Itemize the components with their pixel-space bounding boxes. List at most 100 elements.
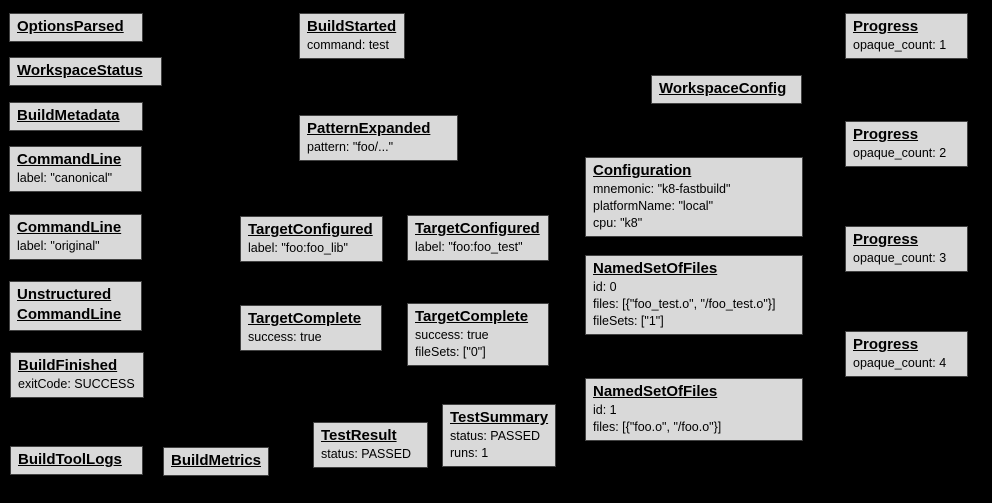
event-node-titles: OptionsParsed: [17, 17, 135, 37]
event-node-titles: PatternExpanded: [307, 119, 450, 139]
event-node-titles: BuildToolLogs: [18, 450, 135, 470]
event-node-title-line: BuildMetadata: [17, 107, 120, 124]
event-node-test-result: TestResult status: PASSED: [313, 422, 428, 469]
event-node-field: runs: 1: [450, 446, 489, 461]
event-node-target-complete-foo-test: TargetComplete success: true fileSets: ["…: [407, 303, 549, 366]
event-node-build-finished: BuildFinished exitCode: SUCCESS: [10, 352, 144, 399]
event-node-title-line: TestResult: [321, 427, 397, 444]
event-node-title-line: Progress: [853, 336, 919, 353]
event-node-target-configured-foo-lib: TargetConfigured label: "foo:foo_lib": [240, 216, 383, 263]
event-node-progress-1: Progress opaque_count: 1: [845, 13, 968, 60]
event-node-titles: TestResult: [321, 426, 420, 446]
event-node-titles: NamedSetOfFiles: [593, 259, 795, 279]
event-node-build-metrics: BuildMetrics: [163, 447, 270, 477]
event-node-configuration: Configuration mnemonic: "k8-fastbuild" pl…: [585, 157, 803, 237]
event-node-build-tool-logs: BuildToolLogs: [10, 446, 143, 476]
event-node-title-line: Configuration: [593, 162, 692, 179]
event-node-titles: TargetConfigured: [415, 219, 541, 239]
event-node-title-line: Progress: [853, 231, 919, 248]
event-node-titles: TargetComplete: [415, 307, 541, 327]
event-node-titles: BuildMetadata: [17, 106, 135, 126]
event-node-target-complete-foo-lib: TargetComplete success: true: [240, 305, 382, 352]
event-node-title-line: TestSummary: [450, 409, 549, 426]
event-node-titles: Progress: [853, 230, 960, 250]
event-node-build-metadata: BuildMetadata: [9, 102, 143, 132]
event-node-title-line: WorkspaceConfig: [659, 80, 787, 97]
event-node-field: label: "canonical": [17, 171, 113, 186]
event-node-titles: NamedSetOfFiles: [593, 382, 795, 402]
event-node-titles: WorkspaceConfig: [659, 79, 794, 99]
event-node-field: success: true: [248, 330, 322, 345]
event-node-title-line: TargetConfigured: [415, 220, 540, 237]
event-node-field: success: true: [415, 328, 489, 343]
event-node-field: exitCode: SUCCESS: [18, 377, 135, 392]
event-node-field: label: "foo:foo_lib": [248, 241, 348, 256]
event-node-named-set-of-files-0: NamedSetOfFiles id: 0 files: [{"foo_test.…: [585, 255, 803, 335]
event-node-field: label: "foo:foo_test": [415, 240, 523, 255]
event-node-field: status: PASSED: [450, 429, 541, 444]
event-node-workspace-config: WorkspaceConfig: [651, 75, 802, 105]
event-node-title-line: BuildStarted: [307, 18, 397, 35]
event-node-command-line-original: CommandLine label: "original": [9, 214, 142, 261]
event-node-title-line: Unstructured: [17, 286, 112, 303]
event-node-command-line-canonical: CommandLine label: "canonical": [9, 146, 142, 193]
event-node-title-line: NamedSetOfFiles: [593, 260, 718, 277]
event-node-titles: Progress: [853, 335, 960, 355]
event-node-title-line: Progress: [853, 18, 919, 35]
event-node-field: id: 0: [593, 280, 617, 295]
event-node-field: opaque_count: 2: [853, 146, 947, 161]
event-node-title-line: CommandLine: [17, 151, 122, 168]
event-node-titles: Progress: [853, 125, 960, 145]
event-node-field: pattern: "foo/...": [307, 140, 394, 155]
event-node-title-line: TargetComplete: [248, 310, 362, 327]
event-node-test-summary: TestSummary status: PASSED runs: 1: [442, 404, 557, 467]
event-node-titles: BuildStarted: [307, 17, 397, 37]
event-node-title-line: OptionsParsed: [17, 18, 124, 35]
event-node-field: status: PASSED: [321, 447, 412, 462]
event-node-field: fileSets: ["0"]: [415, 345, 486, 360]
event-node-titles: WorkspaceStatus: [17, 61, 154, 81]
event-node-field: fileSets: ["1"]: [593, 314, 664, 328]
event-node-workspace-status: WorkspaceStatus: [9, 57, 162, 87]
event-node-field: files: [{"foo.o", "/foo.o"}]: [593, 420, 722, 435]
event-node-title-line: PatternExpanded: [307, 120, 431, 137]
event-node-progress-4: Progress opaque_count: 4: [845, 331, 968, 378]
event-node-title-line: TargetConfigured: [248, 221, 373, 238]
event-node-progress-2: Progress opaque_count: 2: [845, 121, 968, 168]
event-node-title-line: TargetComplete: [415, 308, 529, 325]
event-node-options-parsed: OptionsParsed: [9, 13, 143, 43]
event-node-titles: TargetComplete: [248, 309, 374, 329]
event-node-title-line: BuildToolLogs: [18, 451, 122, 468]
event-node-progress-3: Progress opaque_count: 3: [845, 226, 968, 273]
event-node-titles: TargetConfigured: [248, 220, 375, 240]
event-node-field: opaque_count: 3: [853, 251, 947, 266]
event-node-titles: Progress: [853, 17, 960, 37]
event-node-pattern-expanded: PatternExpanded pattern: "foo/...": [299, 115, 458, 162]
event-node-titles: Configuration: [593, 161, 795, 181]
event-node-title-line: WorkspaceStatus: [17, 62, 143, 79]
event-node-title-line: CommandLine: [17, 219, 122, 236]
event-node-field: mnemonic: "k8-fastbuild": [593, 182, 731, 197]
event-node-target-configured-foo-test: TargetConfigured label: "foo:foo_test": [407, 215, 549, 262]
event-node-field: label: "original": [17, 239, 100, 254]
event-node-field: cpu: "k8": [593, 216, 643, 230]
event-node-field: platformName: "local": [593, 199, 714, 214]
event-node-titles: CommandLine: [17, 218, 134, 238]
event-node-titles: TestSummary: [450, 408, 548, 428]
event-node-titles: BuildFinished: [18, 356, 136, 376]
event-node-field: opaque_count: 4: [853, 356, 947, 371]
event-node-build-started: BuildStarted command: test: [299, 13, 405, 60]
event-node-titles: CommandLine: [17, 150, 134, 170]
event-node-field: id: 1: [593, 403, 617, 418]
event-node-named-set-of-files-1: NamedSetOfFiles id: 1 files: [{"foo.o", "…: [585, 378, 803, 441]
event-node-title-line: BuildMetrics: [171, 452, 262, 469]
event-node-field: opaque_count: 1: [853, 38, 947, 53]
event-node-title-line: NamedSetOfFiles: [593, 383, 718, 400]
event-node-field: files: [{"foo_test.o", "/foo_test.o"}]: [593, 297, 776, 312]
event-node-field: command: test: [307, 38, 389, 53]
event-node-title-line: Progress: [853, 126, 919, 143]
event-node-title-line: BuildFinished: [18, 357, 118, 374]
